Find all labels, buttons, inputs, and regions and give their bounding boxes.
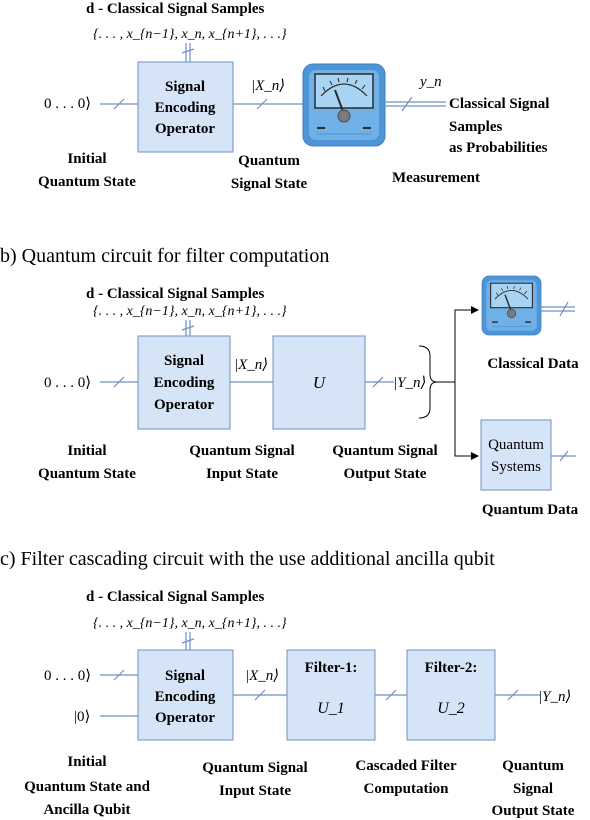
c-initial-state-2: Quantum State and (24, 779, 151, 795)
a-initial-state-1: Initial (67, 151, 106, 167)
a-initial-state-2: Quantum State (38, 174, 136, 190)
b-output-state-2: Output State (344, 466, 427, 482)
a-output-line-2: Samples (449, 119, 503, 135)
c-input-state-2: Input State (219, 783, 291, 799)
c-ancilla-ket: |0⟩ (74, 709, 90, 725)
c-samples-sequence: {. . . , x_{n−1}, x_n, x_{n+1}, . . .} (93, 616, 287, 631)
b-input-state-2: Input State (206, 466, 278, 482)
panel-a: d - Classical Signal Samples {. . . , x_… (38, 1, 549, 192)
b-classical-data: Classical Data (487, 356, 579, 372)
c-filter1-op: U_1 (317, 700, 345, 717)
c-classical-samples-title: d - Classical Signal Samples (86, 589, 265, 605)
b-input-ket: 0 . . . 0⟩ (44, 375, 91, 391)
a-encoding-line-2: Encoding (155, 100, 216, 116)
c-output-state-3: Output State (492, 803, 575, 819)
c-input-state-1: Quantum Signal (202, 760, 307, 776)
b-encoding-line-1: Signal (164, 353, 204, 369)
a-yn-label: y_n (418, 74, 442, 90)
b-initial-state-1: Initial (67, 443, 106, 459)
a-xn-ket: |X_n⟩ (251, 78, 285, 94)
b-quantum-systems-1: Quantum (488, 437, 544, 453)
c-encoding-line-1: Signal (165, 668, 205, 684)
a-signal-state-2: Signal State (231, 176, 308, 192)
c-encoding-box (137, 649, 234, 741)
b-samples-sequence: {. . . , x_{n−1}, x_n, x_{n+1}, . . .} (93, 304, 287, 319)
c-output-state-2: Signal (513, 781, 553, 797)
c-cascaded-2: Computation (363, 781, 449, 797)
measurement-meter-icon (302, 63, 386, 147)
c-xn-ket: |X_n⟩ (245, 668, 279, 684)
c-filter2-op: U_2 (437, 700, 465, 717)
a-signal-state-1: Quantum (238, 153, 300, 169)
c-filter1-box (286, 649, 376, 741)
c-output-state-1: Quantum (502, 758, 564, 774)
c-filter2-box (406, 649, 496, 741)
b-encoding-line-3: Operator (154, 397, 214, 413)
b-output-state-1: Quantum Signal (332, 443, 437, 459)
a-output-line-1: Classical Signal (449, 96, 549, 112)
a-encoding-line-1: Signal (165, 79, 205, 95)
b-classical-samples-title: d - Classical Signal Samples (86, 286, 265, 302)
a-classical-samples-title: d - Classical Signal Samples (86, 1, 265, 17)
c-encoding-line-3: Operator (155, 710, 215, 726)
b-input-state-1: Quantum Signal (189, 443, 294, 459)
b-initial-state-2: Quantum State (38, 466, 136, 482)
c-filter2-title: Filter-2: (425, 660, 478, 676)
b-u-label: U (313, 373, 327, 392)
a-output-line-3: as Probabilities (449, 140, 548, 156)
b-u-box (272, 335, 366, 430)
b-encoding-line-2: Encoding (154, 375, 215, 391)
a-samples-sequence: {. . . , x_{n−1}, x_n, x_{n+1}, . . .} (93, 27, 287, 42)
c-initial-state-1: Initial (67, 754, 106, 770)
c-cascaded-1: Cascaded Filter (355, 758, 457, 774)
b-heading: b) Quantum circuit for filter computatio… (0, 245, 329, 267)
a-encoding-box (137, 61, 234, 153)
panel-b: b) Quantum circuit for filter computatio… (0, 245, 579, 518)
c-input-ket: 0 . . . 0⟩ (44, 668, 91, 684)
b-quantum-systems-2: Systems (491, 459, 541, 475)
a-encoding-line-3: Operator (155, 121, 215, 137)
b-quantum-systems-box (480, 419, 552, 491)
b-measurement-meter-icon (481, 275, 542, 336)
panel-c: c) Filter cascading circuit with the use… (0, 548, 575, 819)
b-quantum-data: Quantum Data (482, 502, 579, 518)
c-filter1-title: Filter-1: (305, 660, 358, 676)
a-measurement-label: Measurement (392, 170, 480, 186)
c-initial-state-3: Ancilla Qubit (43, 802, 130, 818)
c-encoding-line-2: Encoding (155, 689, 216, 705)
b-encoding-box (137, 335, 231, 430)
b-xn-ket: |X_n⟩ (234, 357, 268, 373)
c-yn-ket: |Y_n⟩ (538, 689, 571, 705)
b-yn-ket: |Y_n⟩ (393, 375, 426, 391)
c-heading: c) Filter cascading circuit with the use… (0, 548, 495, 570)
a-input-ket: 0 . . . 0⟩ (44, 96, 91, 112)
